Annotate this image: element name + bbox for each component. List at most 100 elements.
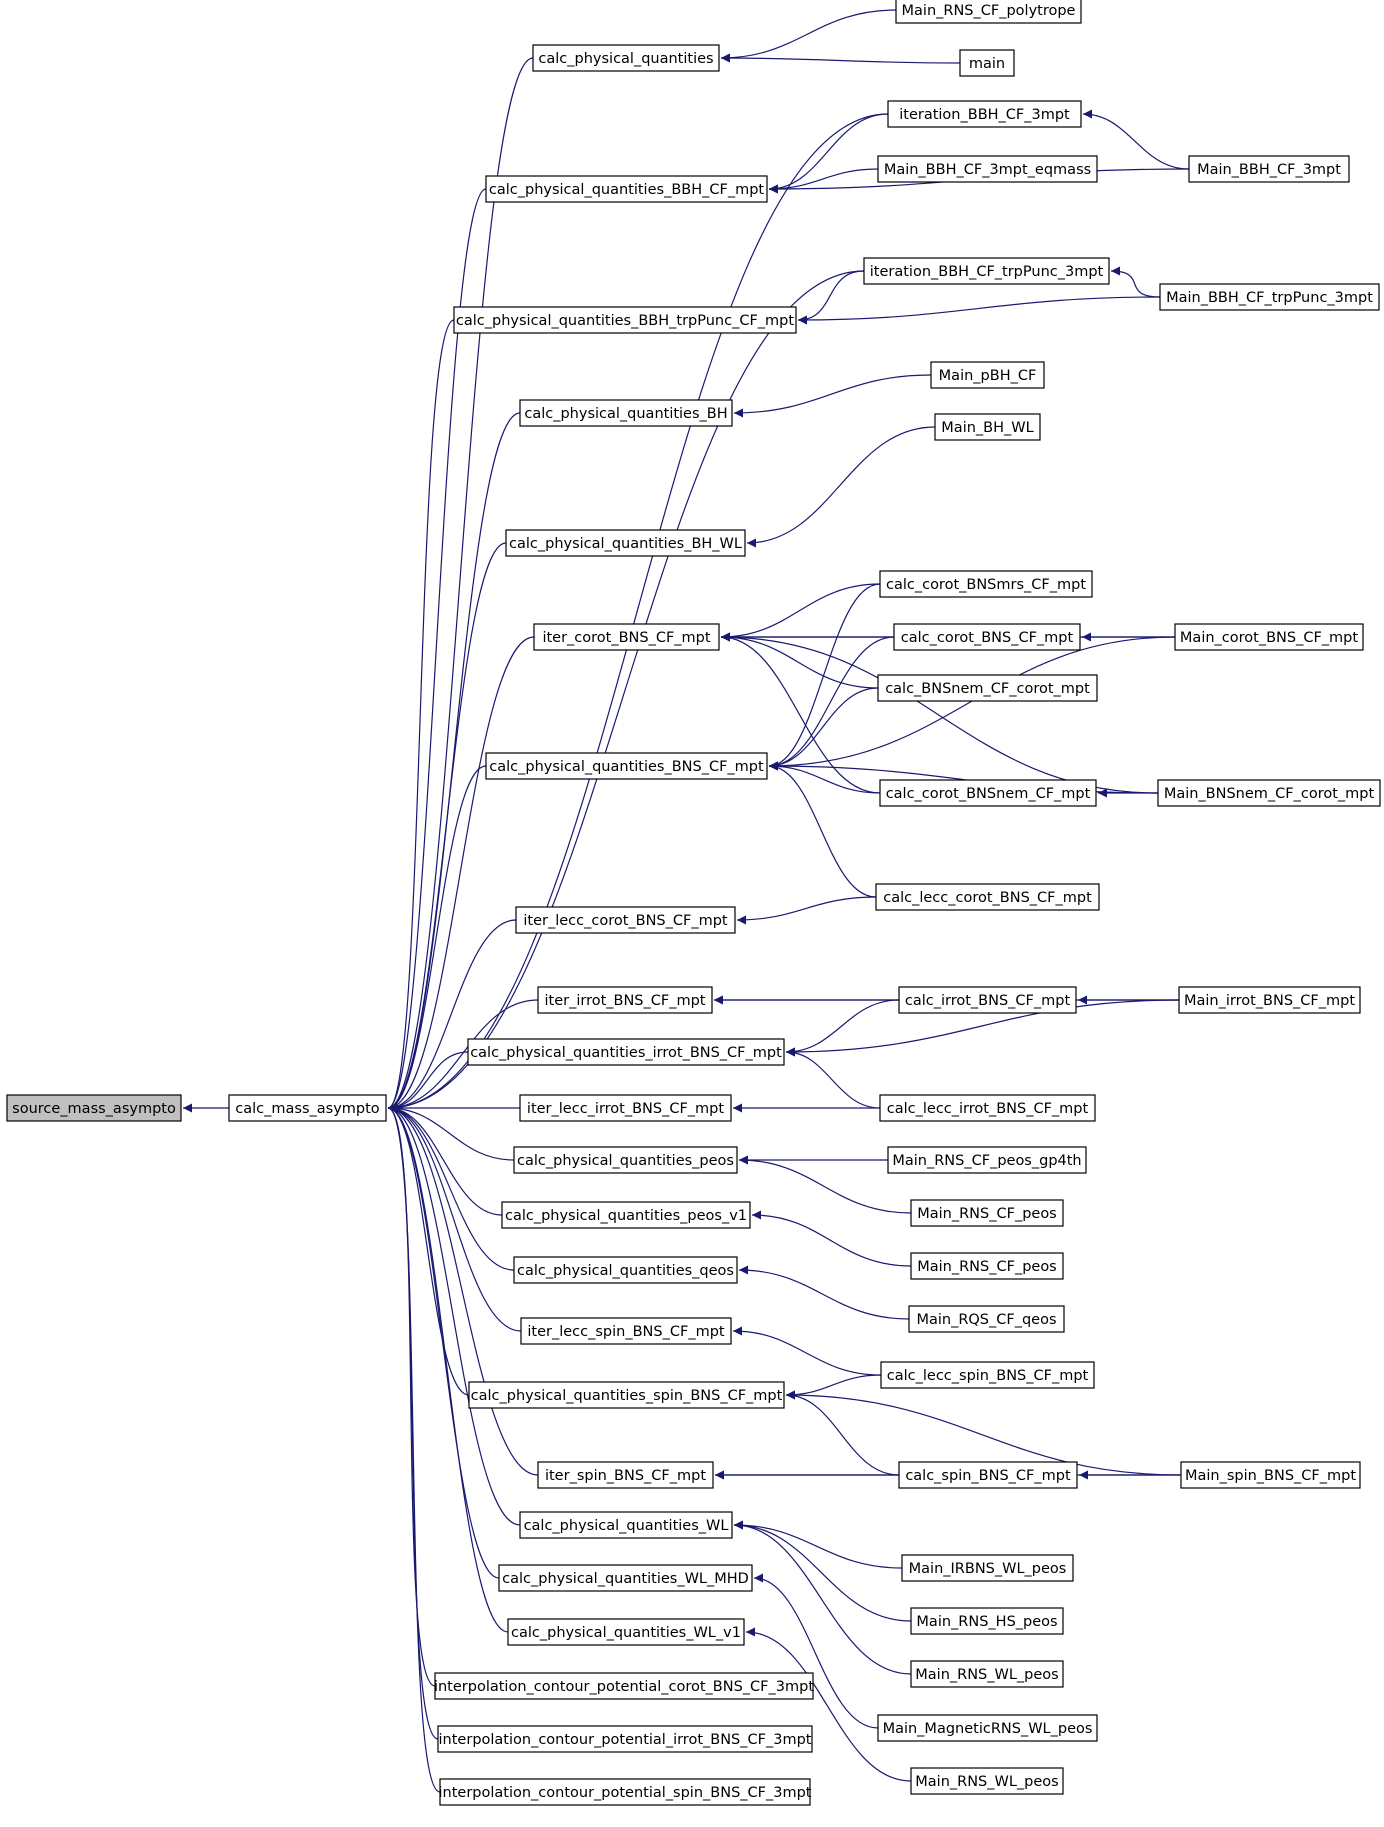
node-box [934, 413, 1041, 441]
edge-main-bh-wl-to-cpq-bh-wl [746, 426, 936, 548]
node-main-rqs[interactable]: Main_RQS_CF_qeos [908, 1305, 1065, 1333]
node-box [501, 1201, 751, 1229]
node-box [863, 257, 1110, 285]
node-label: Main_RQS_CF_qeos [916, 1312, 1056, 1328]
node-cpq-wl-mhd[interactable]: calc_physical_quantities_WL_MHD [498, 1564, 753, 1592]
node-main-rns-peos-a[interactable]: Main_RNS_CF_peos [910, 1199, 1064, 1227]
node-interp-irrot[interactable]: interpolation_contour_potential_irrot_BN… [437, 1725, 813, 1753]
node-main-magnetic[interactable]: Main_MagneticRNS_WL_peos [877, 1714, 1098, 1742]
node-box [505, 529, 746, 557]
node-iter-corot[interactable]: iter_corot_BNS_CF_mpt [533, 623, 720, 651]
node-box [513, 1146, 738, 1174]
node-label: Main_pBH_CF [939, 368, 1037, 384]
node-calc-mass-asympto[interactable]: calc_mass_asympto [228, 1094, 387, 1122]
node-main-rns-wl-a[interactable]: Main_RNS_WL_peos [910, 1660, 1064, 1688]
node-box [532, 44, 720, 72]
node-source-mass-asympto[interactable]: source_mass_asympto [6, 1094, 182, 1122]
node-calc-lecc-spin[interactable]: calc_lecc_spin_BNS_CF_mpt [880, 1361, 1095, 1389]
node-main-bbh[interactable]: Main_BBH_CF_3mpt [1188, 155, 1350, 183]
edge-main-bnsnem-corot-to-iter-corot [720, 632, 1159, 794]
node-main-pbh[interactable]: Main_pBH_CF [930, 361, 1045, 389]
node-label: Main_RNS_CF_peos_gp4th [892, 1153, 1081, 1169]
node-box [879, 1094, 1096, 1122]
edge-iter-spin-to-calc-mass-asympto [387, 1103, 539, 1476]
node-label: calc_corot_BNS_CF_mpt [901, 630, 1074, 646]
node-cpq-bbh-trp[interactable]: calc_physical_quantities_BBH_trpPunc_CF_… [453, 306, 797, 334]
node-main-peos-gp4[interactable]: Main_RNS_CF_peos_gp4th [887, 1146, 1087, 1174]
node-iter-lecc-irrot[interactable]: iter_lecc_irrot_BNS_CF_mpt [519, 1094, 732, 1122]
node-cpq-peos[interactable]: calc_physical_quantities_peos [513, 1146, 738, 1174]
node-main-rns-hs[interactable]: Main_RNS_HS_peos [910, 1607, 1064, 1635]
node-iteration-bbh-trp[interactable]: iteration_BBH_CF_trpPunc_3mpt [863, 257, 1110, 285]
node-main-bh-wl[interactable]: Main_BH_WL [934, 413, 1041, 441]
node-calc-corot-mrs[interactable]: calc_corot_BNSmrs_CF_mpt [879, 570, 1093, 598]
node-iter-irrot[interactable]: iter_irrot_BNS_CF_mpt [537, 986, 713, 1014]
edge-iter-irrot-to-calc-mass-asympto [387, 999, 539, 1113]
node-main-bbh-eq[interactable]: Main_BBH_CF_3mpt_eqmass [877, 155, 1098, 183]
node-main-rns-poly[interactable]: Main_RNS_CF_polytrope [895, 0, 1082, 24]
node-box [877, 1714, 1098, 1742]
node-label: iter_lecc_irrot_BNS_CF_mpt [527, 1101, 724, 1117]
node-interp-corot[interactable]: interpolation_contour_potential_corot_BN… [434, 1672, 814, 1700]
node-box [1180, 1461, 1361, 1489]
node-iter-spin[interactable]: iter_spin_BNS_CF_mpt [537, 1461, 714, 1489]
edge-main-spin-to-cpq-spin [785, 1390, 1182, 1476]
node-cpq-bns[interactable]: calc_physical_quantities_BNS_CF_mpt [485, 752, 768, 780]
node-box [468, 1381, 785, 1409]
node-cpq-wl[interactable]: calc_physical_quantities_WL [519, 1511, 733, 1539]
edge-calc-corot-bnsnem-to-iter-corot [720, 632, 881, 794]
node-cpq-wl-v1[interactable]: calc_physical_quantities_WL_v1 [507, 1618, 745, 1646]
edge-main-irrot-to-cpq-irrot [785, 999, 1180, 1057]
node-label: calc_physical_quantities_peos [517, 1153, 734, 1169]
node-main-rns-wl-b[interactable]: Main_RNS_WL_peos [910, 1767, 1064, 1795]
node-label: Main_RNS_WL_peos [915, 1667, 1058, 1683]
edge-calc-corot-bns-to-cpq-bns [768, 636, 895, 771]
node-main[interactable]: main [959, 49, 1015, 77]
node-cpq-bh-wl[interactable]: calc_physical_quantities_BH_WL [505, 529, 746, 557]
node-main-bbh-trp[interactable]: Main_BBH_CF_trpPunc_3mpt [1159, 283, 1380, 311]
edge-main-to-cpq [720, 53, 961, 64]
edge-calc-irrot-to-cpq-irrot [785, 999, 900, 1057]
node-box [908, 1305, 1065, 1333]
node-label: Main_RNS_HS_peos [916, 1614, 1057, 1630]
node-iter-lecc-spin[interactable]: iter_lecc_spin_BNS_CF_mpt [520, 1317, 732, 1345]
node-calc-spin[interactable]: calc_spin_BNS_CF_mpt [898, 1461, 1078, 1489]
node-cpq-qeos[interactable]: calc_physical_quantities_qeos [513, 1256, 738, 1284]
node-box [533, 623, 720, 651]
node-calc-bnsnem-corot[interactable]: calc_BNSnem_CF_corot_mpt [877, 674, 1098, 702]
edge-main-rns-wl-a-to-cpq-wl [733, 1520, 912, 1675]
node-iter-lecc-corot[interactable]: iter_lecc_corot_BNS_CF_mpt [515, 906, 736, 934]
node-label: iter_lecc_corot_BNS_CF_mpt [523, 913, 728, 929]
node-label: calc_physical_quantities_qeos [517, 1263, 734, 1279]
node-box [453, 306, 797, 334]
node-label: calc_physical_quantities_irrot_BNS_CF_mp… [470, 1045, 782, 1061]
node-box [887, 1146, 1087, 1174]
node-calc-corot-bns[interactable]: calc_corot_BNS_CF_mpt [893, 623, 1081, 651]
node-iteration-bbh[interactable]: iteration_BBH_CF_3mpt [887, 100, 1082, 128]
node-cpq-bbh[interactable]: calc_physical_quantities_BBH_CF_mpt [485, 175, 768, 203]
edge-main-bbh-trp-to-cpq-bbh-trp [797, 296, 1161, 325]
edge-main-rns-wl-b-to-cpq-wl-v1 [745, 1627, 912, 1782]
node-main-rns-peos-b[interactable]: Main_RNS_CF_peos [910, 1252, 1064, 1280]
edge-calc-lecc-spin-to-iter-lecc-spin [732, 1326, 882, 1376]
node-main-spin[interactable]: Main_spin_BNS_CF_mpt [1180, 1461, 1361, 1489]
node-interp-spin[interactable]: interpolation_contour_potential_spin_BNS… [439, 1778, 812, 1806]
node-calc-corot-bnsnem[interactable]: calc_corot_BNSnem_CF_mpt [879, 779, 1097, 807]
node-box [485, 175, 768, 203]
node-box [893, 623, 1081, 651]
node-main-corot-bns[interactable]: Main_corot_BNS_CF_mpt [1174, 623, 1364, 651]
node-cpq-bh[interactable]: calc_physical_quantities_BH [519, 399, 733, 427]
node-cpq[interactable]: calc_physical_quantities [532, 44, 720, 72]
edge-main-bbh-to-iteration-bbh [1082, 109, 1190, 170]
node-cpq-irrot[interactable]: calc_physical_quantities_irrot_BNS_CF_mp… [467, 1038, 785, 1066]
node-main-irrot[interactable]: Main_irrot_BNS_CF_mpt [1178, 986, 1361, 1014]
node-calc-lecc-irrot[interactable]: calc_lecc_irrot_BNS_CF_mpt [879, 1094, 1096, 1122]
node-main-bnsnem-corot[interactable]: Main_BNSnem_CF_corot_mpt [1157, 779, 1381, 807]
node-cpq-spin[interactable]: calc_physical_quantities_spin_BNS_CF_mpt [468, 1381, 785, 1409]
node-calc-irrot[interactable]: calc_irrot_BNS_CF_mpt [898, 986, 1077, 1014]
edge-calc-corot-mrs-to-cpq-bns [768, 583, 881, 771]
node-main-irbns[interactable]: Main_IRBNS_WL_peos [901, 1554, 1074, 1582]
node-cpq-peos-v1[interactable]: calc_physical_quantities_peos_v1 [501, 1201, 751, 1229]
node-calc-lecc-corot[interactable]: calc_lecc_corot_BNS_CF_mpt [875, 883, 1100, 911]
edge-iter-lecc-spin-to-calc-mass-asympto [387, 1103, 522, 1332]
